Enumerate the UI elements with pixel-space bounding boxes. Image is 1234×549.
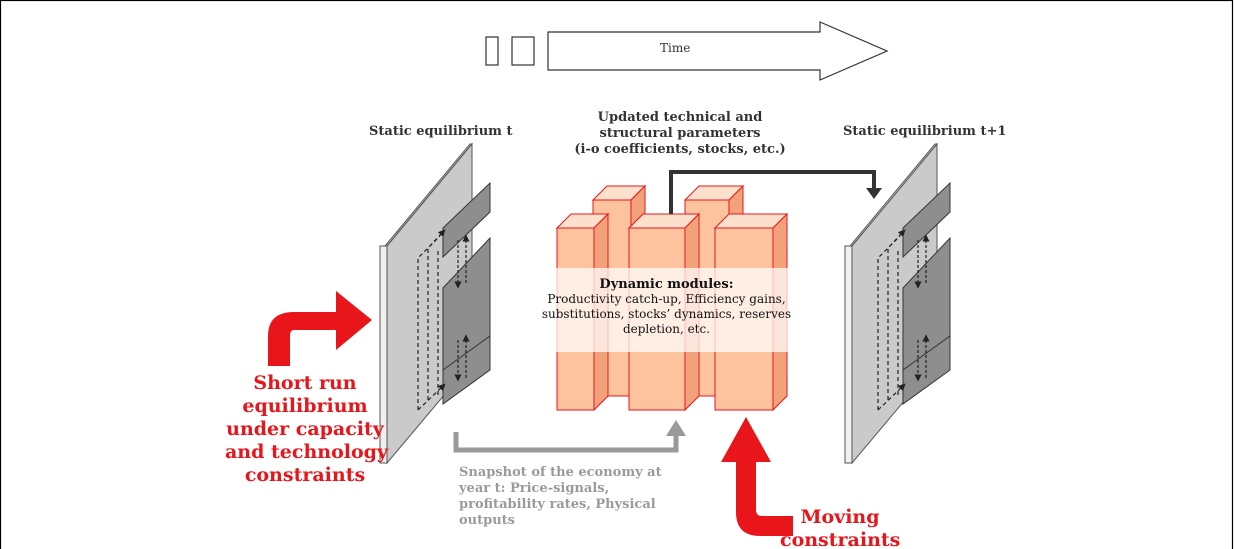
updated-params-label: Updated technical and structural paramet… <box>570 110 790 158</box>
moving-line2: constraints <box>780 529 901 549</box>
dynamic-modules-label: Dynamic modules: Productivity catch-up, … <box>503 277 830 337</box>
dynamic-modules-line1: Productivity catch-up, Efficiency gains, <box>547 292 786 306</box>
time-arrow <box>547 21 889 81</box>
left-sub-block-top <box>442 181 491 259</box>
short-run-line3: under capacity <box>226 418 384 440</box>
moving-constraints-arrow <box>721 417 793 536</box>
updated-params-line2: structural parameters <box>599 126 761 141</box>
short-run-line5: constraints <box>244 464 366 486</box>
right-equilibrium-panel <box>844 142 951 465</box>
timeline-box-2 <box>511 36 535 66</box>
updated-params-line3: (i-o coefficients, stocks, etc.) <box>574 142 786 157</box>
snapshot-arrow <box>453 432 679 453</box>
update-arrow <box>669 170 876 214</box>
time-label: Time <box>660 41 691 55</box>
timeline <box>485 21 889 81</box>
right-panel-title: Static equilibrium t+1 <box>843 124 1007 139</box>
timeline-box-1 <box>485 36 499 66</box>
updated-params-line1: Updated technical and <box>597 110 763 125</box>
short-run-line4: and technology <box>225 441 388 463</box>
short-run-arrow <box>268 291 372 366</box>
moving-line1: Moving <box>800 506 880 528</box>
snapshot-label: Snapshot of the economy at year t: Price… <box>459 465 662 528</box>
short-run-label: Short run equilibrium under capacity and… <box>225 372 388 487</box>
short-run-line2: equilibrium <box>242 395 368 417</box>
right-sub-block-top <box>902 181 951 259</box>
modules-label-band <box>503 268 830 352</box>
dynamic-modules-title: Dynamic modules: <box>599 277 734 292</box>
short-run-line1: Short run <box>253 372 357 394</box>
dynamic-modules-line2: substitutions, stocks’ dynamics, reserve… <box>541 307 792 321</box>
left-panel-title: Static equilibrium t <box>369 124 513 139</box>
left-equilibrium-panel <box>379 142 491 465</box>
moving-constraints-label: Moving constraints <box>780 506 900 549</box>
dynamic-modules-line3: depletion, etc. <box>622 322 711 336</box>
